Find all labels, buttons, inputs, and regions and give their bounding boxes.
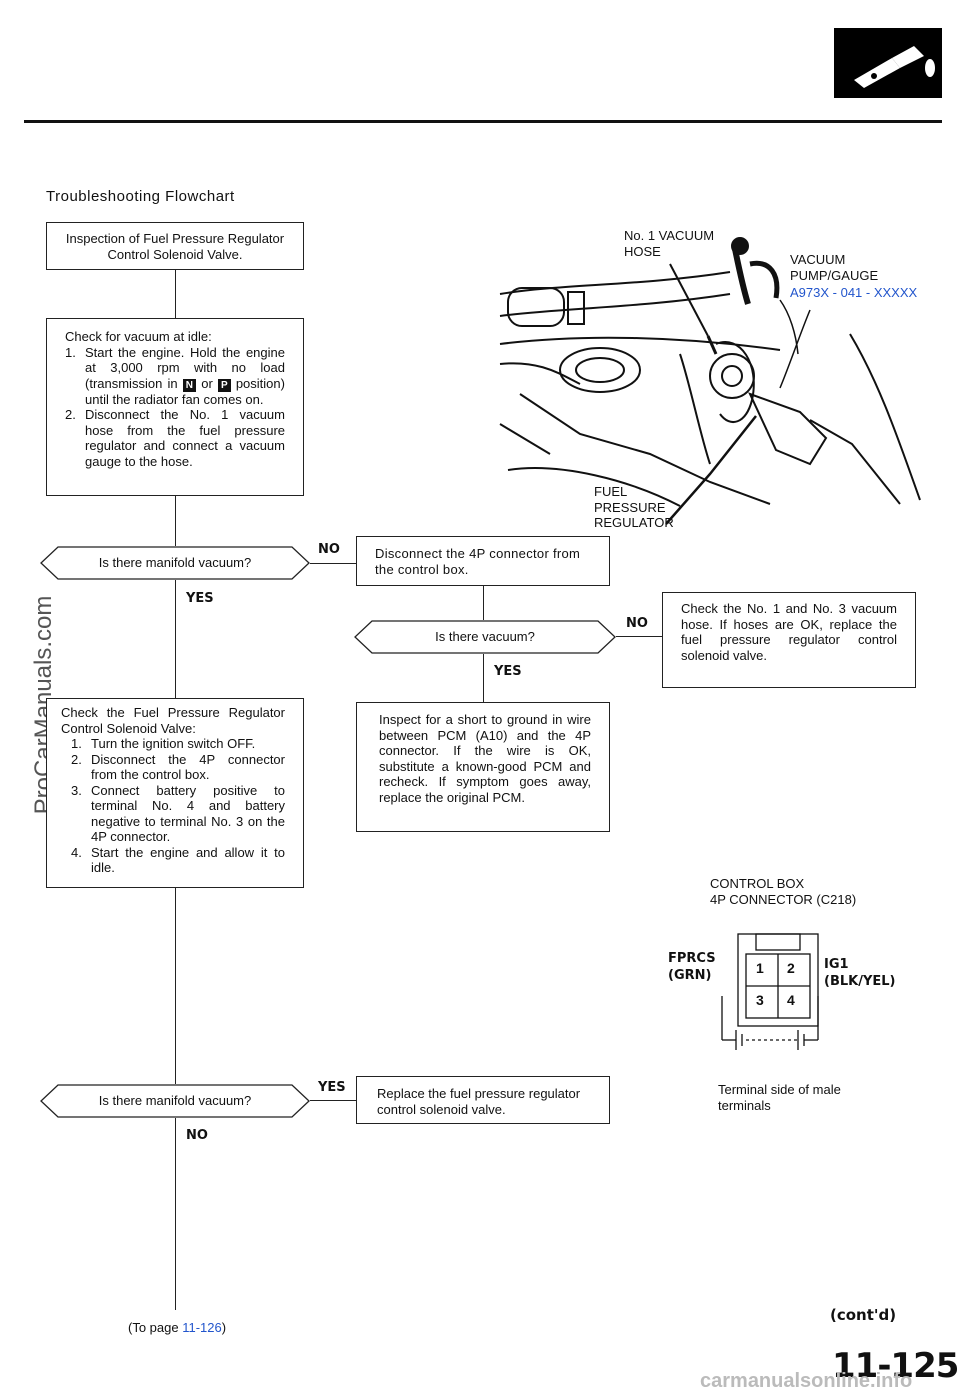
to-page-reference: (To page 11-126) [128, 1320, 226, 1336]
fprcs-wire-color: (GRN) [668, 968, 712, 983]
decision2-no-label: NO [626, 616, 648, 631]
decision1-yes-label: YES [186, 591, 214, 606]
decision-manifold-vacuum-1: Is there manifold vacuum? [40, 546, 310, 580]
inspect-box-text: Inspect for a short to ground in wire be… [379, 712, 591, 805]
ig1-name: IG1 [824, 957, 849, 972]
vacuum-check-step-2: 2. Disconnect the No. 1 vacuum hose from… [65, 407, 285, 469]
vacuum-hose-label: No. 1 VACUUM HOSE [624, 228, 715, 259]
footer-watermark: carmanualsonline.info [700, 1370, 913, 1392]
start-box-text: Inspection of Fuel Pressure Regulator Co… [65, 231, 285, 262]
step-text: Disconnect the 4P connector from the con… [91, 751, 285, 783]
connector-line [175, 270, 177, 318]
terminal-caption: Terminal side of male terminals [718, 1082, 841, 1113]
step-text: Disconnect the No. 1 vacuum hose from th… [85, 407, 285, 469]
connector-diagram: 1 2 3 4 [668, 928, 908, 1058]
decision3-yes-label: YES [318, 1080, 346, 1095]
step-text: Start the engine and allow it to idle. [91, 844, 285, 876]
page-number: 11-125 [832, 1346, 959, 1386]
step-number: 1. [71, 736, 82, 751]
vacuum-check-box: Check for vacuum at idle: 1. Start the e… [46, 318, 304, 496]
replace-box: Replace the fuel pressure regulator cont… [356, 1076, 610, 1124]
fprcs-name: FPRCS [668, 951, 716, 966]
contd-label: (cont'd) [830, 1306, 897, 1324]
to-page-prefix: (To page [128, 1320, 179, 1335]
terminal-2: 2 [787, 960, 795, 976]
terminal-4: 4 [787, 992, 795, 1008]
step-text-or: or [201, 375, 213, 391]
step-text: position) until the radiator fan comes o… [85, 375, 285, 407]
step-text: Connect battery positive to terminal No.… [91, 782, 285, 845]
step-text: Turn the ignition switch OFF. [91, 736, 256, 751]
connector-line [175, 1118, 177, 1310]
header-rule [24, 120, 942, 123]
solenoid-check-box: Check the Fuel Pressure Regulator Contro… [46, 698, 304, 888]
terminal-1: 1 [756, 960, 764, 976]
p-key-icon: P [217, 378, 231, 392]
step-number: 4. [71, 844, 82, 860]
connector-line [310, 1100, 356, 1102]
connector-title: CONTROL BOX [710, 876, 805, 891]
connector-line [175, 580, 177, 698]
decision-vacuum: Is there vacuum? [354, 620, 616, 654]
terminal-3: 3 [756, 992, 764, 1008]
vacuum-gauge-illustration [480, 224, 942, 534]
step-number: 2. [71, 751, 82, 767]
start-box: Inspection of Fuel Pressure Regulator Co… [46, 222, 304, 270]
connector-line [483, 586, 485, 620]
solenoid-step: 2. Disconnect the 4P connector from the … [61, 752, 285, 783]
vacuum-check-step-1: 1. Start the engine. Hold the engine at … [65, 345, 285, 408]
connector-line [310, 563, 356, 565]
vacuum-pump-part-number[interactable]: A973X - 041 - XXXXX [790, 285, 918, 300]
decision-text: Is there vacuum? [435, 629, 535, 644]
to-page-link[interactable]: 11-126 [182, 1320, 222, 1335]
disconnect-box: Disconnect the 4P connector from the con… [356, 536, 610, 586]
fuel-system-icon [834, 28, 942, 98]
decision3-no-label: NO [186, 1128, 208, 1143]
connector-line [483, 654, 485, 702]
connector-line [175, 888, 177, 1084]
n-key-icon: N [182, 378, 197, 392]
check-hose-box-text: Check the No. 1 and No. 3 vacuum hose. I… [681, 601, 897, 663]
to-page-suffix: ) [221, 1320, 227, 1335]
step-number: 1. [65, 344, 76, 360]
ig1-label: IG1 (BLK/YEL) [824, 956, 895, 990]
vacuum-check-intro: Check for vacuum at idle: [65, 329, 212, 344]
connector-line [175, 496, 177, 546]
ig1-wire-color: (BLK/YEL) [824, 974, 896, 989]
step-number: 2. [65, 407, 76, 422]
decision-text: Is there manifold vacuum? [98, 555, 252, 570]
decision1-no-label: NO [318, 542, 340, 557]
section-title: Troubleshooting Flowchart [46, 188, 235, 205]
connector-subtitle: 4P CONNECTOR (C218) [710, 892, 857, 907]
check-hose-box: Check the No. 1 and No. 3 vacuum hose. I… [662, 592, 916, 688]
fprcs-label: FPRCS (GRN) [668, 950, 716, 984]
vacuum-pump-label: VACUUM PUMP/GAUGE [790, 252, 879, 283]
decision2-yes-label: YES [494, 664, 522, 679]
decision-manifold-vacuum-2: Is there manifold vacuum? [40, 1084, 310, 1118]
decision-text: Is there manifold vacuum? [98, 1093, 252, 1108]
step-number: 3. [71, 782, 82, 798]
disconnect-box-text: Disconnect the 4P connector from the con… [375, 546, 581, 577]
fuel-pressure-regulator-label: FUEL PRESSURE REGULATOR [594, 484, 674, 530]
solenoid-step: 1. Turn the ignition switch OFF. [61, 736, 285, 752]
solenoid-check-intro: Check the Fuel Pressure Regulator Contro… [61, 705, 285, 736]
inspect-box: Inspect for a short to ground in wire be… [356, 702, 610, 832]
solenoid-step: 3. Connect battery positive to terminal … [61, 783, 285, 845]
replace-box-text: Replace the fuel pressure regulator cont… [377, 1086, 581, 1117]
solenoid-step: 4. Start the engine and allow it to idle… [61, 845, 285, 876]
connector-line [616, 636, 662, 638]
step-text: Start the engine. Hold the engine at 3,0… [85, 344, 285, 391]
